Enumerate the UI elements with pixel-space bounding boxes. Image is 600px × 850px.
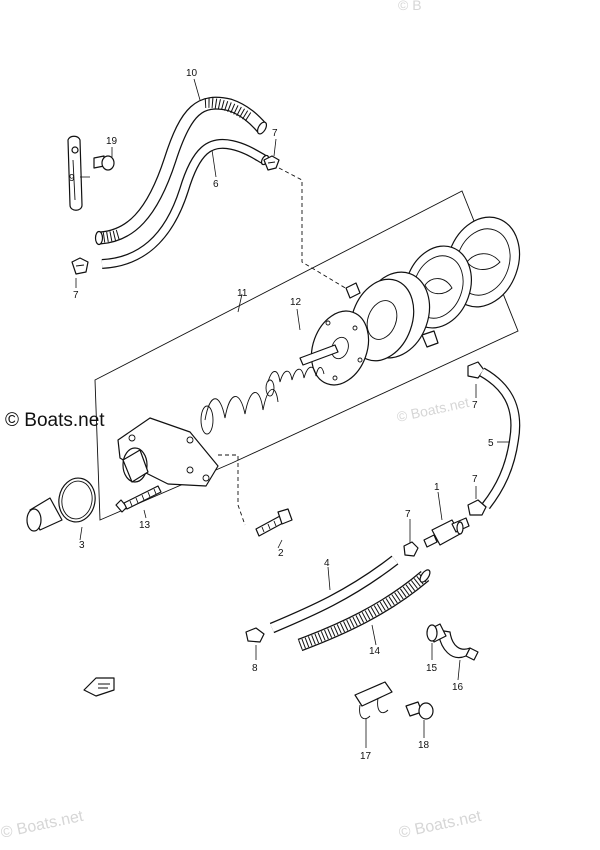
label-4: 4 [324, 558, 330, 569]
hidden-line-top [278, 167, 353, 293]
label-1: 1 [434, 482, 440, 493]
watermark-middle: © Boats.net [395, 394, 470, 425]
brand-watermark: © Boats.net [5, 410, 105, 431]
label-12: 12 [290, 297, 302, 308]
label-7-lower: 7 [405, 509, 411, 520]
screw-13 [115, 485, 162, 513]
label-3: 3 [79, 540, 85, 551]
label-2: 2 [278, 548, 284, 559]
hose-6 [101, 138, 270, 269]
hose-14 [297, 569, 431, 652]
hose-clip-8 [245, 627, 265, 643]
label-9: 9 [69, 173, 75, 184]
check-valve-1 [423, 517, 470, 548]
label-8: 8 [252, 663, 258, 674]
watermark-bottom-right: © Boats.net [397, 808, 483, 842]
hose-5 [479, 367, 521, 510]
hose-clip-7-top [263, 155, 280, 171]
label-10: 10 [186, 68, 198, 79]
spring-large [200, 389, 279, 435]
plate-12 [299, 310, 370, 386]
bolt-2 [255, 508, 293, 537]
label-13: 13 [139, 520, 151, 531]
cushion-15 [426, 623, 447, 643]
label-14: 14 [369, 646, 381, 657]
clamp-16 [437, 629, 479, 661]
hose-4 [269, 555, 399, 634]
leader-lines [75, 78, 510, 748]
hose-clip-7-left [71, 257, 89, 275]
screw-19 [93, 155, 115, 171]
watermark-bottom-left: © Boats.net [0, 808, 85, 842]
label-5: 5 [488, 438, 494, 449]
front-direction-arrow-icon [83, 677, 115, 697]
label-6: 6 [213, 179, 219, 190]
label-18: 18 [418, 740, 430, 751]
front-cover [117, 417, 219, 487]
hook-bracket-17 [354, 681, 393, 720]
hose-10 [94, 96, 268, 246]
label-15: 15 [426, 663, 438, 674]
o-ring-3 [58, 477, 96, 523]
assembly-box-11 [94, 190, 519, 521]
hidden-line-bottom [218, 454, 246, 526]
label-16: 16 [452, 682, 464, 693]
label-17: 17 [360, 751, 372, 762]
label-7-top: 7 [272, 128, 278, 139]
label-7-right-lower: 7 [472, 474, 478, 485]
hose-clip-7-lower [403, 541, 419, 557]
bracket-9 [67, 135, 83, 211]
bolt-18 [405, 701, 434, 720]
part-labels: 10 19 7 9 6 7 11 12 7 5 7 1 7 4 3 13 2 1… [69, 68, 494, 762]
watermark-top-partial: © B [398, 0, 422, 13]
hose-clip-7-lower-right [467, 499, 487, 516]
filter [26, 497, 63, 532]
label-19: 19 [106, 136, 118, 147]
spring-small [265, 366, 325, 397]
label-7-left: 7 [73, 290, 79, 301]
label-7-right-upper: 7 [472, 400, 478, 411]
label-11: 11 [237, 288, 248, 299]
